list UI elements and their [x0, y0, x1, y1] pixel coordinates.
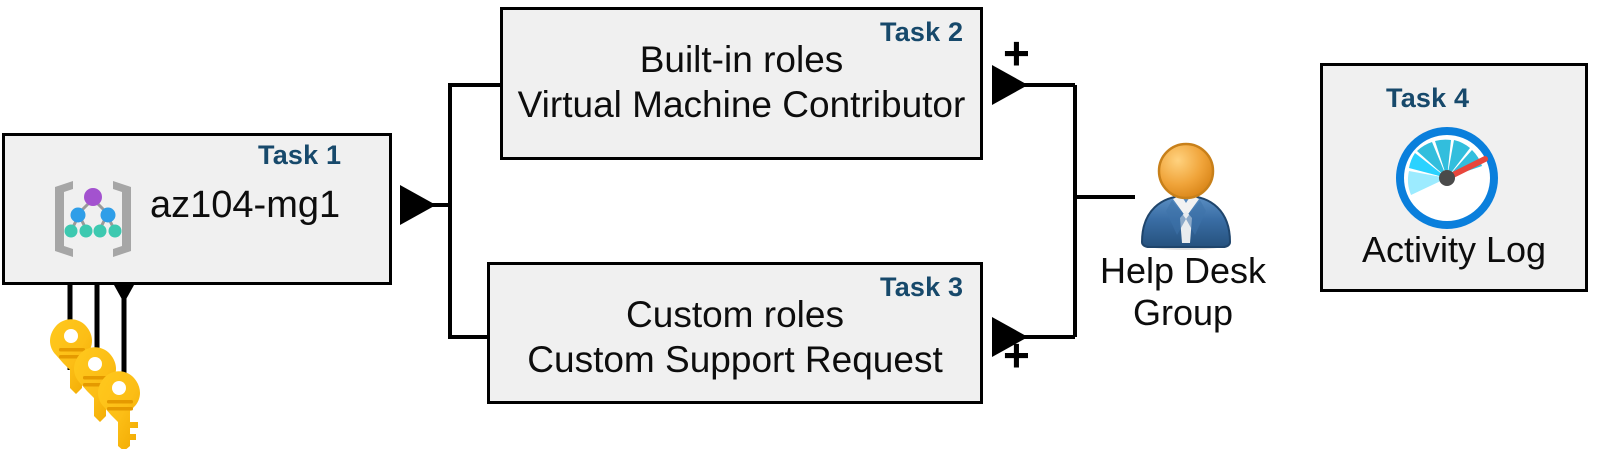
- task2-text: Built-in roles Virtual Machine Contribut…: [517, 39, 966, 126]
- user-group-icon: [1128, 139, 1244, 255]
- gauge-icon: [1388, 125, 1506, 229]
- helpdesk-group-label: Help Desk Group: [1099, 250, 1267, 334]
- task3-text: Custom roles Custom Support Request: [527, 294, 943, 381]
- keys-icon: [38, 310, 168, 449]
- task4-label: Activity Log: [1361, 229, 1547, 270]
- task1-badge: Task 1: [258, 140, 342, 170]
- left-bracket-connector: [400, 83, 500, 339]
- task1-box[interactable]: [2, 133, 392, 285]
- task3-box[interactable]: [487, 262, 983, 404]
- task4-badge: Task 4: [1386, 83, 1470, 113]
- plus-operator-top: +: [1003, 27, 1030, 79]
- task2-badge: Task 2: [880, 17, 964, 47]
- plus-operator-bottom: +: [1003, 329, 1030, 381]
- task2-box[interactable]: [500, 7, 983, 160]
- task3-badge: Task 3: [880, 272, 964, 302]
- task1-label: az104-mg1: [150, 184, 341, 226]
- management-group-icon: [47, 173, 139, 265]
